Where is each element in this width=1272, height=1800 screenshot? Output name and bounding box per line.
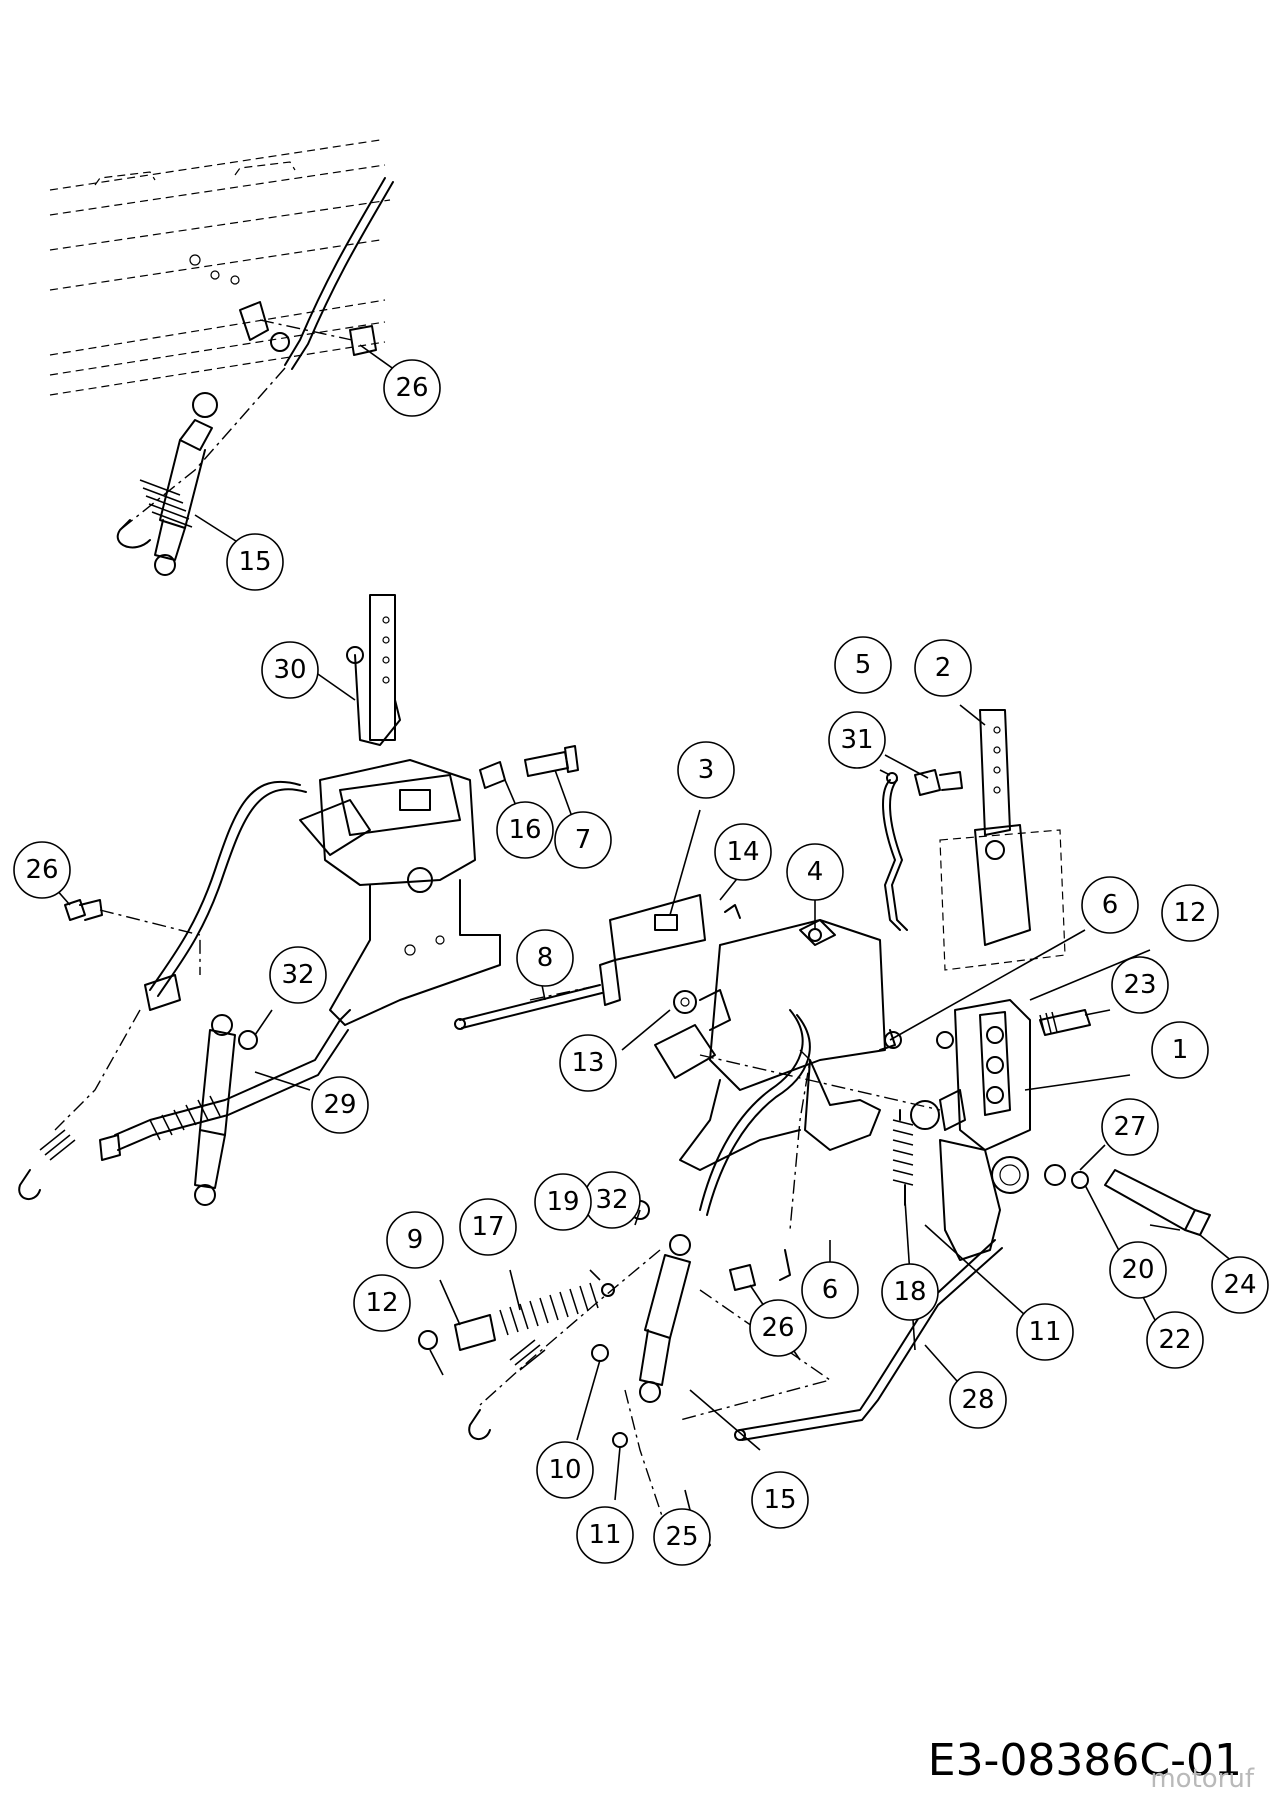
callout-11: 11 [1016,1303,1074,1361]
callout-28: 28 [949,1371,1007,1429]
callout-1: 1 [1151,1021,1209,1079]
callout-label: 6 [1102,890,1119,920]
callout-label: 27 [1113,1112,1146,1142]
callout-label: 26 [395,373,428,403]
leader-lines [47,344,1256,1551]
callout-26: 26 [13,841,71,899]
callout-label: 14 [726,837,759,867]
callout-label: 7 [575,825,592,855]
callout-29: 29 [311,1076,369,1134]
callout-6: 6 [1081,876,1139,934]
callout-label: 32 [595,1185,628,1215]
callout-label: 28 [961,1385,994,1415]
right-bracket [910,999,1211,1261]
callout-label: 25 [665,1522,698,1552]
callout-label: 19 [546,1187,579,1217]
callout-label: 17 [471,1212,504,1242]
callout-label: 24 [1223,1270,1256,1300]
callout-label: 12 [365,1288,398,1318]
center-bracket [599,894,902,1171]
callout-label: 8 [537,943,554,973]
bolt-26-left [64,899,201,975]
callout-3: 3 [677,741,735,799]
callout-label: 4 [807,857,824,887]
spring-18 [892,1109,914,1206]
callout-8: 8 [516,929,574,987]
callout-16: 16 [496,801,554,859]
callout-label: 31 [840,725,873,755]
callout-32: 32 [583,1171,641,1229]
callout-6: 6 [801,1261,859,1319]
callout-31: 31 [828,711,886,769]
callout-label: 15 [763,1485,796,1515]
callout-label: 20 [1121,1255,1154,1285]
callout-label: 6 [822,1275,839,1305]
callout-13: 13 [559,1034,617,1092]
callout-22: 22 [1146,1311,1204,1369]
callout-24: 24 [1211,1256,1269,1314]
watermark-logo: motoruf [1150,1764,1254,1794]
gas-spring-top [139,392,218,576]
frame-detail [49,139,391,396]
callout-label: 29 [323,1090,356,1120]
callout-label: 2 [935,653,952,683]
callout-label: 12 [1173,898,1206,928]
callout-26: 26 [749,1299,807,1357]
callout-18: 18 [881,1263,939,1321]
callout-17: 17 [459,1198,517,1256]
assembly-lines [529,984,941,1541]
callout-9: 9 [386,1211,444,1269]
callout-26: 26 [383,359,441,417]
callout-20: 20 [1109,1241,1167,1299]
callout-32: 32 [269,946,327,1004]
callout-label: 1 [1172,1035,1189,1065]
callout-15: 15 [226,533,284,591]
callout-label: 18 [893,1277,926,1307]
cable-top [116,177,394,549]
callout-11: 11 [576,1506,634,1564]
callout-label: 32 [281,960,314,990]
drawing-code: E3-08386C-01 [927,1735,1242,1786]
callout-15: 15 [751,1471,809,1529]
callout-label: 3 [698,755,715,785]
callout-label: 26 [761,1313,794,1343]
callout-label: 23 [1123,970,1156,1000]
gas-spring-left [99,1009,351,1206]
callout-label: 11 [588,1520,621,1550]
cable-center [468,1009,811,1440]
rod-28 [734,1239,1003,1441]
callout-5: 5 [834,636,892,694]
callout-12: 12 [1161,884,1219,942]
callout-label: 15 [238,547,271,577]
callout-2: 2 [914,639,972,697]
left-pedal-assembly [299,594,501,1026]
callout-label: 9 [407,1225,424,1255]
callout-12: 12 [353,1274,411,1332]
callout-label: 13 [571,1048,604,1078]
callout-25: 25 [653,1508,711,1566]
callout-14: 14 [714,823,772,881]
cable-left [18,780,307,1200]
callout-label: 16 [508,815,541,845]
bolt-16-7 [479,745,579,789]
callout-label: 11 [1028,1317,1061,1347]
callout-4: 4 [786,843,844,901]
callout-27: 27 [1101,1098,1159,1156]
callout-label: 10 [548,1455,581,1485]
callout-label: 30 [273,655,306,685]
callout-23: 23 [1111,956,1169,1014]
callout-7: 7 [554,811,612,869]
callout-label: 22 [1158,1325,1191,1355]
right-lever [882,709,1066,971]
rod-8 [454,984,603,1030]
callout-10: 10 [536,1441,594,1499]
callout-label: 26 [25,855,58,885]
callout-label: 5 [855,650,872,680]
callout-30: 30 [261,641,319,699]
callout-19: 19 [534,1173,592,1231]
